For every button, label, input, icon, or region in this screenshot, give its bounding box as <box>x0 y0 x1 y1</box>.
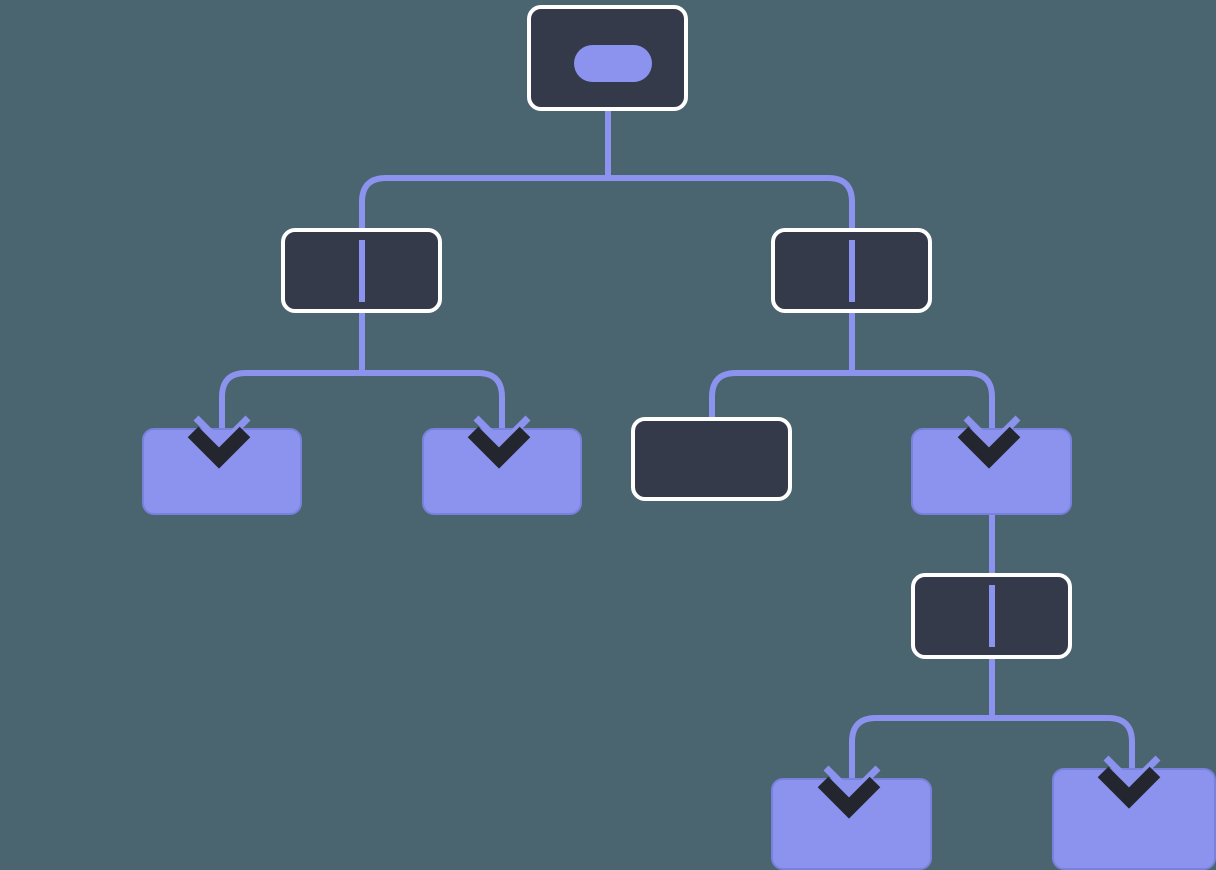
node-n4a[interactable] <box>911 573 1072 659</box>
node-n3b[interactable] <box>422 428 582 515</box>
node-root[interactable] <box>527 5 688 111</box>
node-n5a[interactable] <box>771 778 932 870</box>
node-n3c[interactable] <box>631 417 792 501</box>
node-n5b[interactable] <box>1052 768 1216 870</box>
node-n2a[interactable] <box>281 228 442 313</box>
node-n3a[interactable] <box>142 428 302 515</box>
node-n2b[interactable] <box>771 228 932 313</box>
node-pill-marker <box>574 45 652 82</box>
node-n3d[interactable] <box>911 428 1072 515</box>
connector-edge <box>709 370 852 421</box>
